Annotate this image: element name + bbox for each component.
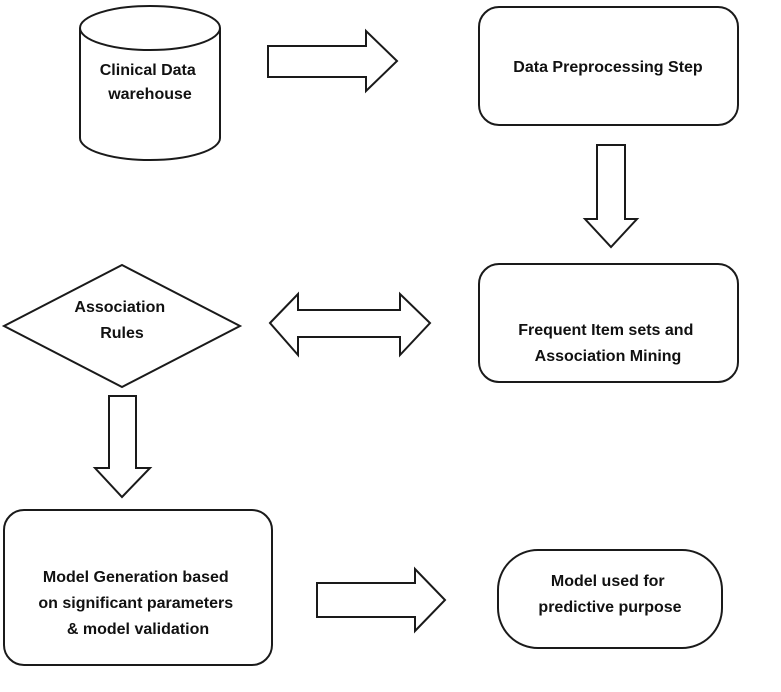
model-used-node: Model used for predictive purpose: [497, 549, 723, 649]
model-used-label-line-2: predictive purpose: [538, 599, 681, 616]
svg-text:Clinical Data warehouse: Clinical Data warehouse: [100, 62, 200, 103]
data-preprocessing-node: Data Preprocessing Step: [478, 6, 739, 126]
svg-text:Model used for predictiv: Model used for predictive purpose: [538, 573, 681, 616]
arrow-model-generation-to-model-used: [316, 566, 447, 634]
svg-text:Data Preprocessing Step: Data Preprocessing Step: [513, 59, 703, 76]
association-rules-label-line-2: Rules: [100, 325, 144, 342]
warehouse-label-line-2: warehouse: [107, 86, 192, 103]
frequent-itemsets-node: Frequent Item sets and Association Minin…: [478, 263, 739, 383]
arrow-warehouse-to-preprocessing: [267, 28, 399, 94]
model-used-label-line-1: Model used for: [551, 573, 665, 590]
model-generation-label-line-1: Model Generation based: [43, 569, 229, 586]
frequent-itemsets-label-line-1: Frequent Item sets and: [518, 322, 693, 339]
association-rules-label-line-1: Association: [74, 299, 165, 316]
association-rules-node: Association Rules: [1, 263, 243, 389]
model-generation-node: Model Generation based on significant pa…: [3, 509, 273, 666]
svg-text:Model Generation based o: Model Generation based on significant pa…: [38, 569, 237, 638]
frequent-itemsets-label-line-2: Association Mining: [535, 348, 682, 365]
cylinder-body: [79, 28, 221, 161]
svg-text:Frequent Item sets and A: Frequent Item sets and Association Minin…: [518, 322, 698, 365]
model-generation-label-line-3: & model validation: [67, 621, 209, 638]
arrow-rules-to-model-generation: [92, 395, 153, 499]
svg-text:Association Rules: Association Rules: [74, 299, 169, 342]
cylinder-top: [79, 5, 221, 51]
preprocessing-label: Data Preprocessing Step: [513, 59, 703, 76]
double-arrow-rules-frequent-itemsets: [268, 291, 432, 358]
arrow-preprocessing-to-frequent-itemsets: [582, 144, 640, 249]
warehouse-label-line-1: Clinical Data: [100, 62, 196, 79]
model-generation-label-line-2: on significant parameters: [38, 595, 233, 612]
clinical-data-warehouse-node: Clinical Data warehouse: [79, 5, 221, 161]
